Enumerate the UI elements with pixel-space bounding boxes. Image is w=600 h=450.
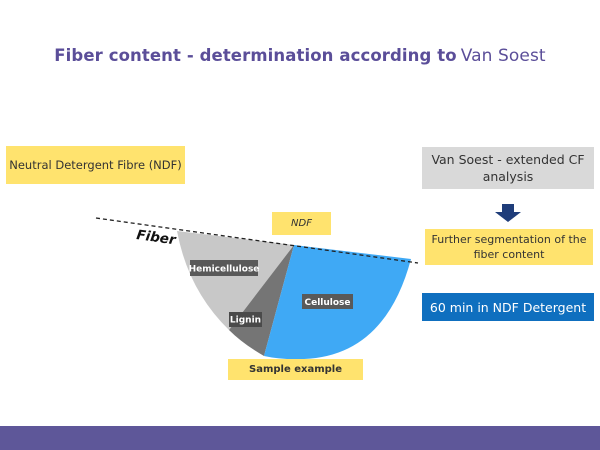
title-van-soest: Van Soest: [460, 46, 546, 66]
lignin-label-bg: [229, 312, 262, 327]
extended-cf-analysis-box: Van Soest - extended CF analysis: [422, 147, 594, 189]
fiber-diagram: Fiber Hemicellulose Lignin Cellulose: [95, 204, 521, 360]
lignin-segment: [229, 245, 294, 356]
sample-example-box: Sample example: [228, 359, 363, 380]
fiber-cut-line: [95, 217, 419, 264]
ndf-definition-text: Neutral Detergent Fibre (NDF): [9, 157, 182, 172]
ndf-detergent-duration-text: 60 min in NDF Detergent: [429, 299, 587, 315]
extended-cf-analysis-text: Van Soest - extended CF analysis: [431, 152, 585, 184]
title-main: Fiber content - determination according …: [54, 46, 457, 65]
cellulose-label-bg: [302, 294, 353, 309]
ndf-label-text: NDF: [291, 218, 312, 229]
hemicellulose-label-bg: [190, 260, 258, 276]
segmentation-text: Further segmentation of the fiber conten…: [431, 233, 587, 261]
ndf-definition-box: Neutral Detergent Fibre (NDF): [6, 146, 185, 184]
slide-title: Fiber content - determination according …: [0, 46, 600, 66]
down-arrow-icon: [495, 204, 521, 222]
lignin-label: Lignin: [230, 316, 261, 326]
fiber-label: Fiber: [135, 227, 177, 249]
ndf-detergent-duration-box: 60 min in NDF Detergent: [422, 293, 594, 321]
hemicellulose-segment: [177, 231, 294, 330]
segmentation-box: Further segmentation of the fiber conten…: [425, 229, 593, 265]
sample-example-text: Sample example: [249, 364, 342, 375]
ndf-label-box: NDF: [272, 212, 331, 235]
footer-bar: [0, 426, 600, 450]
hemicellulose-label: Hemicellulose: [189, 265, 260, 275]
cellulose-label: Cellulose: [304, 298, 350, 308]
